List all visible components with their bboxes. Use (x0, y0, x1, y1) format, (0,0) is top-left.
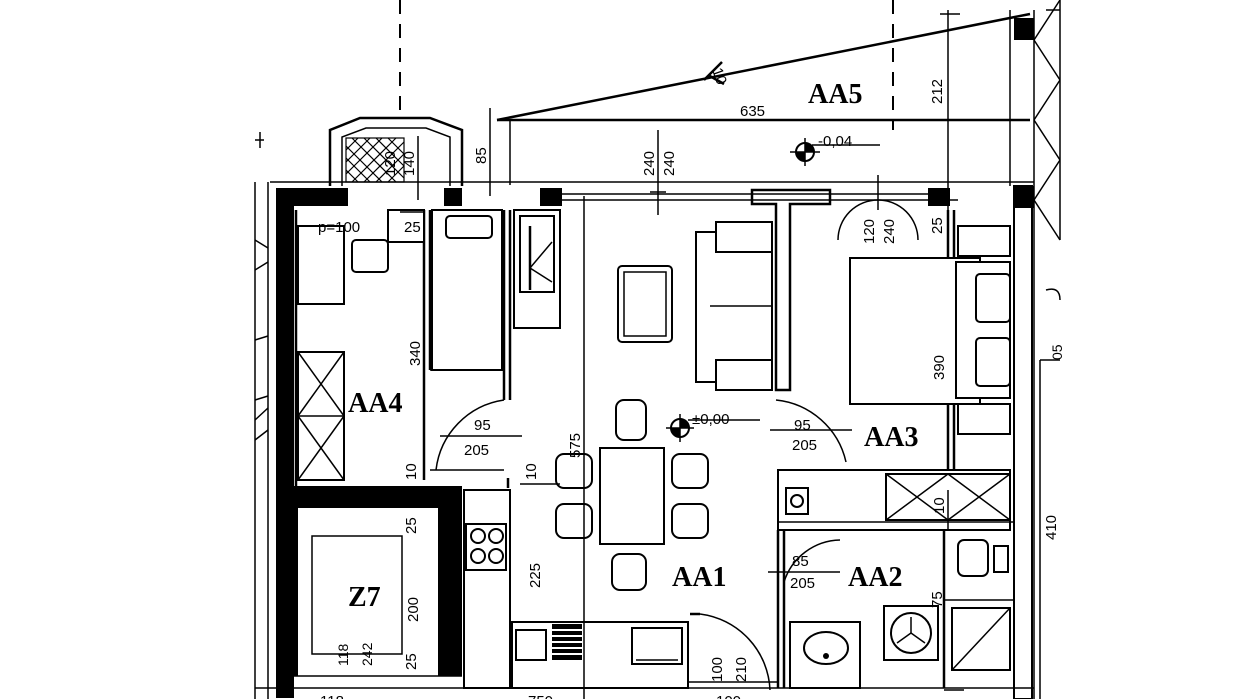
level-marker-terrace (790, 138, 880, 166)
dim-212: 212 (929, 79, 946, 104)
dim-05-right: 05 (1049, 344, 1065, 360)
dim-200: 200 (405, 597, 422, 622)
dim-118: 118 (335, 643, 351, 666)
dim-210-door: 210 (733, 657, 750, 682)
room-label-aa3: AA3 (864, 422, 918, 453)
dim-10-diagonal: 10 (708, 66, 730, 87)
dim-p100: p=100 (318, 219, 360, 236)
dim-25-left: 25 (404, 219, 421, 236)
dim-240-a: 240 (641, 151, 658, 176)
right-edge-structure (1033, 0, 1061, 699)
level-marker-interior (666, 414, 760, 442)
dim-85-aa2: 85 (792, 553, 809, 570)
level-interior: ±0,00 (692, 411, 729, 428)
bottom-dim-3: 100 (716, 693, 741, 699)
dim-340: 340 (407, 341, 424, 366)
aa3-furniture (770, 175, 1011, 521)
dim-205-aa3: 205 (792, 437, 817, 454)
dim-120-top: 120 (382, 151, 399, 176)
aa4-furniture (297, 209, 505, 481)
dim-25-right: 25 (929, 217, 946, 234)
dim-10-aa4: 10 (403, 463, 420, 480)
dim-95-aa4: 95 (474, 417, 491, 434)
dim-240-right: 240 (881, 219, 898, 244)
room-label-aa1: AA1 (672, 562, 726, 593)
wardrobe (513, 209, 561, 329)
dim-140: 140 (401, 151, 418, 176)
room-label-z7: Z7 (348, 582, 381, 613)
dim-25-z7-bottom: 25 (403, 653, 420, 670)
dim-25-z7-top: 25 (403, 517, 420, 534)
room-label-aa5: AA5 (808, 79, 862, 110)
living-furniture (555, 221, 773, 591)
terrace-aa5 (496, 10, 1031, 215)
entry-door (688, 612, 778, 691)
z7-storage (311, 535, 403, 655)
balcony-planter (328, 116, 464, 186)
dim-240-b: 240 (661, 151, 678, 176)
dim-10-aa3: 10 (931, 497, 948, 514)
kitchen (463, 489, 689, 689)
dim-225: 225 (527, 563, 544, 588)
dim-635: 635 (740, 103, 765, 120)
dim-242: 242 (359, 642, 375, 666)
dim-390: 390 (931, 355, 948, 380)
dim-85-top: 85 (473, 147, 490, 164)
dim-120-right: 120 (861, 219, 878, 244)
dim-410: 410 (1043, 515, 1060, 540)
bottom-dim-1: 118 (320, 693, 344, 699)
aa2-bathroom (768, 487, 1011, 689)
dim-95-aa3: 95 (794, 417, 811, 434)
dim-205-aa2: 205 (790, 575, 815, 592)
room-label-aa2: AA2 (848, 562, 902, 593)
dim-575: 575 (567, 433, 584, 458)
dim-10-kitchen: 10 (523, 463, 540, 480)
dim-75: 75 (929, 591, 946, 608)
level-terrace: -0,04 (818, 133, 852, 150)
dimension-lines (400, 108, 964, 699)
dim-100-door: 100 (709, 657, 726, 682)
axis-lines (399, 0, 894, 130)
dim-205-aa4: 205 (464, 442, 489, 459)
bottom-dim-2: 750 (528, 693, 553, 699)
left-edge-structure (254, 132, 269, 441)
room-label-aa4: AA4 (348, 388, 402, 419)
